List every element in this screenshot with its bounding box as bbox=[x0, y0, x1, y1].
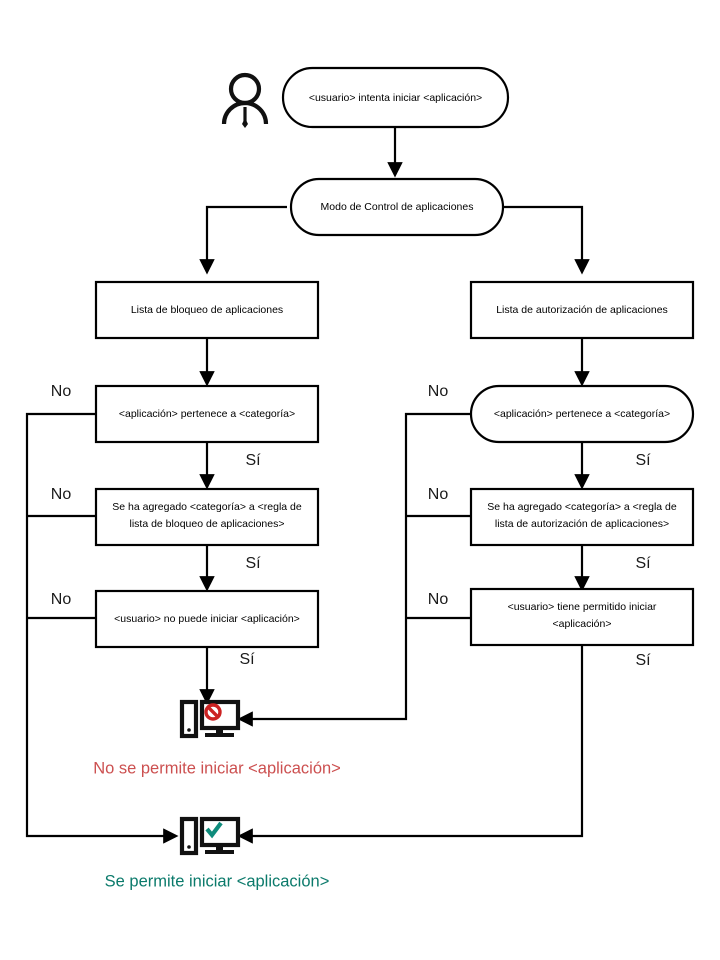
edge-label-deny-belongs-yes: Sí bbox=[245, 452, 261, 469]
edge-allow-result-yes-to-allowed bbox=[237, 645, 584, 844]
node-deny-belongs-label: <aplicación> pertenece a <categoría> bbox=[119, 408, 295, 420]
edge-label-allow-result-yes: Sí bbox=[635, 652, 651, 669]
edge-label-allow-rule-yes: Sí bbox=[635, 555, 651, 572]
edge-label-deny-belongs-no: No bbox=[51, 383, 72, 400]
edge-label-allow-result-no: No bbox=[428, 591, 449, 608]
person-icon bbox=[221, 72, 269, 128]
edge-mode-to-deny-list bbox=[199, 205, 287, 275]
node-allow-rule[interactable]: Se ha agregado <categoría> a <regla de l… bbox=[469, 487, 695, 547]
node-deny-result[interactable]: <usuario> no puede iniciar <aplicación> bbox=[94, 589, 320, 649]
edge-label-allow-belongs-no: No bbox=[428, 383, 449, 400]
node-deny-rule-label-line1: Se ha agregado <categoría> a <regla de bbox=[112, 501, 302, 513]
node-allow-belongs[interactable]: <aplicación> pertenece a <categoría> bbox=[469, 384, 695, 444]
node-allow-belongs-label: <aplicación> pertenece a <categoría> bbox=[494, 408, 670, 420]
allowed-outcome-text: Se permite iniciar <aplicación> bbox=[105, 872, 330, 890]
node-allow-rule-label-line2: lista de autorización de aplicaciones> bbox=[495, 518, 669, 530]
node-allow-result[interactable]: <usuario> tiene permitido iniciar <aplic… bbox=[469, 587, 695, 647]
edge-label-deny-rule-no: No bbox=[51, 486, 72, 503]
node-mode-label: Modo de Control de aplicaciones bbox=[321, 201, 474, 213]
computer-allowed-icon bbox=[179, 816, 241, 856]
edge-label-allow-rule-no: No bbox=[428, 486, 449, 503]
node-allow-list-label: Lista de autorización de aplicaciones bbox=[496, 304, 668, 316]
node-deny-belongs[interactable]: <aplicación> pertenece a <categoría> bbox=[94, 384, 320, 444]
node-start-label: <usuario> intenta iniciar <aplicación> bbox=[309, 92, 482, 104]
node-mode[interactable]: Modo de Control de aplicaciones bbox=[289, 177, 505, 237]
node-deny-rule-label-line2: lista de bloqueo de aplicaciones> bbox=[130, 518, 285, 530]
edge-mode-to-allow-list bbox=[503, 205, 590, 275]
node-deny-result-label: <usuario> no puede iniciar <aplicación> bbox=[114, 613, 300, 625]
edge-label-allow-belongs-yes: Sí bbox=[635, 452, 651, 469]
node-allow-result-label-line2: <aplicación> bbox=[553, 618, 612, 630]
edge-allow-belongs-no bbox=[237, 412, 471, 727]
node-deny-rule[interactable]: Se ha agregado <categoría> a <regla de l… bbox=[94, 487, 320, 547]
node-allow-result-label-line1: <usuario> tiene permitido iniciar bbox=[508, 601, 657, 613]
edge-label-deny-rule-yes: Sí bbox=[245, 555, 261, 572]
edge-label-deny-result-no: No bbox=[51, 591, 72, 608]
node-start[interactable]: <usuario> intenta iniciar <aplicación> bbox=[281, 66, 510, 129]
computer-blocked-icon bbox=[179, 699, 241, 739]
node-allow-list[interactable]: Lista de autorización de aplicaciones bbox=[469, 280, 695, 340]
node-allow-rule-label-line1: Se ha agregado <categoría> a <regla de bbox=[487, 501, 677, 513]
node-deny-list[interactable]: Lista de bloqueo de aplicaciones bbox=[94, 280, 320, 340]
node-deny-list-label: Lista de bloqueo de aplicaciones bbox=[131, 304, 283, 316]
edge-label-deny-result-yes: Sí bbox=[239, 651, 255, 668]
denied-outcome-text: No se permite iniciar <aplicación> bbox=[93, 759, 341, 777]
edge-deny-belongs-no bbox=[25, 412, 179, 844]
